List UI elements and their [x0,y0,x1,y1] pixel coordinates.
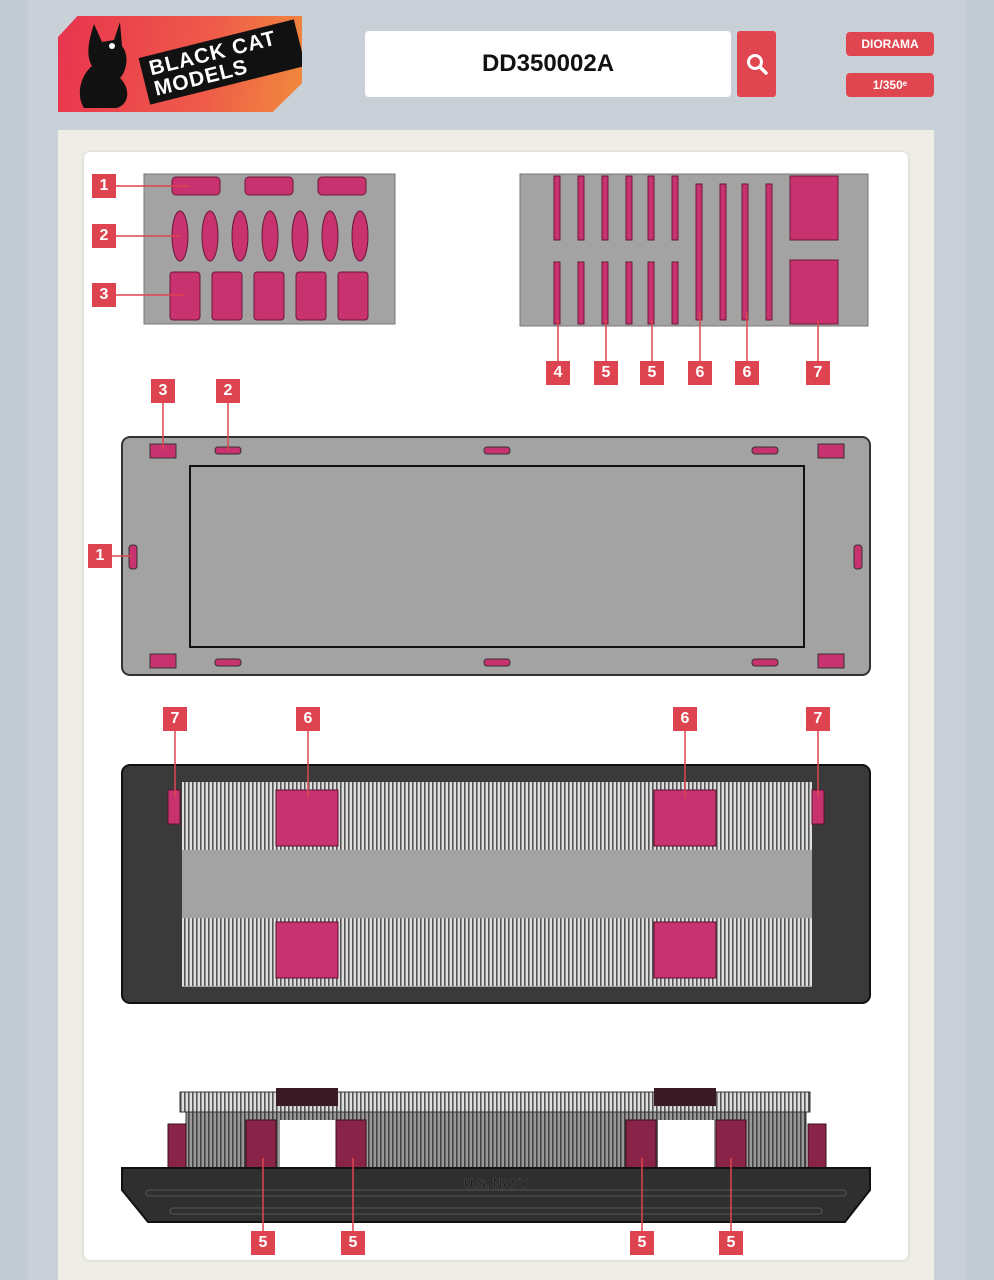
sprue-a [116,173,396,325]
callout-label: 7 [163,707,187,731]
callout-label: 2 [216,379,240,403]
callout-label: 5 [640,361,664,385]
scale-tag[interactable]: 1/350ᵉ [846,73,934,97]
callout-label: 6 [688,361,712,385]
callout-label: 6 [296,707,320,731]
callout-label: 7 [806,361,830,385]
callout-label: 4 [546,361,570,385]
underside-view [121,731,871,1004]
sprue-b [519,173,869,361]
callout-label: 2 [92,224,116,248]
search-button[interactable] [737,31,776,97]
callout-label: 7 [806,707,830,731]
callout-label: 6 [735,361,759,385]
callout-label: 5 [341,1231,365,1255]
brand-logo[interactable]: BLACK CAT MODELS [58,16,302,112]
callout-label: 5 [594,361,618,385]
cat-icon [79,22,128,108]
callout-label: 5 [719,1231,743,1255]
callout-label: 5 [630,1231,654,1255]
callout-label: 1 [92,174,116,198]
instruction-card [84,152,908,1260]
callout-label: 3 [151,379,175,403]
callout-label: 3 [92,283,116,307]
search-icon [746,54,768,75]
top-view [112,403,871,676]
category-tag[interactable]: DIORAMA [846,32,934,56]
side-view: U.S. NAVY [121,1088,871,1231]
callout-label: 1 [88,544,112,568]
search-input[interactable]: DD350002A [365,31,731,97]
hull-marking: U.S. NAVY [464,1176,528,1191]
callout-label: 5 [251,1231,275,1255]
callout-label: 6 [673,707,697,731]
